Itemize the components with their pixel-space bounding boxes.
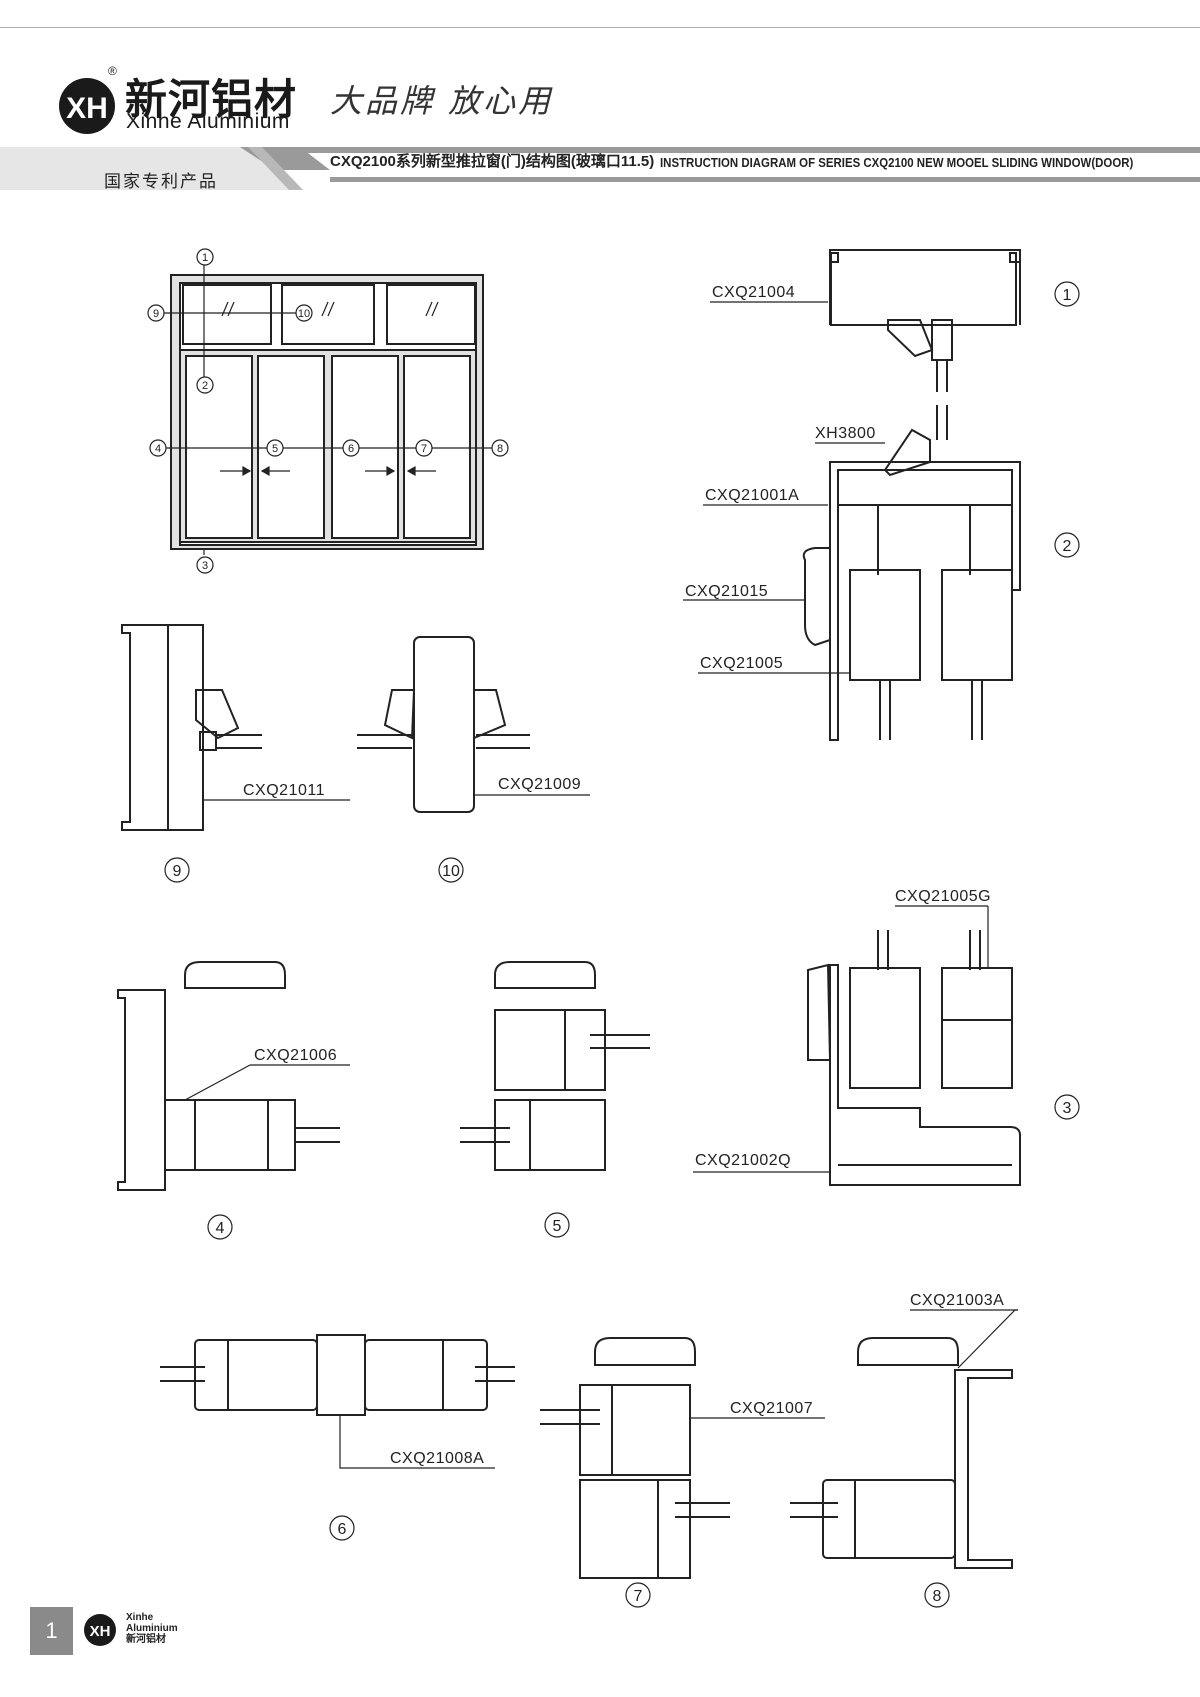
brand-name-en: Xinhe Aluminium xyxy=(126,110,290,133)
marker-9: 9 xyxy=(153,308,159,320)
xh-logo-icon: XH xyxy=(59,78,115,134)
registered-mark: ® xyxy=(108,64,117,78)
section-10-profile xyxy=(357,636,590,883)
marker-1: 1 xyxy=(202,252,208,264)
marker-5: 5 xyxy=(272,443,278,455)
top-rule xyxy=(0,27,1200,1697)
section-6-profile xyxy=(160,1334,515,1541)
section-2-profile xyxy=(683,405,1080,741)
label-cxq21011: CXQ21011 xyxy=(243,782,325,799)
section-number-1: 1 xyxy=(1063,287,1072,304)
section-number-3: 3 xyxy=(1063,1100,1072,1117)
section-number-5: 5 xyxy=(553,1218,562,1235)
footer-brand-line3: 新河铝材 xyxy=(126,1634,166,1645)
section-8-profile xyxy=(790,1309,1018,1608)
section-number-9: 9 xyxy=(173,863,182,880)
label-xh3800: XH3800 xyxy=(815,425,876,442)
marker-8: 8 xyxy=(497,443,503,455)
label-cxq21003a: CXQ21003A xyxy=(910,1292,1004,1309)
header-bands xyxy=(0,147,1200,190)
marker-4: 4 xyxy=(155,443,161,455)
label-cxq21008a: CXQ21008A xyxy=(390,1450,484,1467)
section-4-profile xyxy=(117,961,350,1240)
section-number-2: 2 xyxy=(1063,538,1072,555)
footer-brand-line2: Aluminium xyxy=(126,1623,178,1634)
marker-6: 6 xyxy=(348,443,354,455)
section-number-6: 6 xyxy=(338,1521,347,1538)
label-cxq21002q: CXQ21002Q xyxy=(695,1152,791,1169)
section-5-profile xyxy=(460,961,650,1238)
section-9-profile xyxy=(121,624,350,883)
logo-letters: XH xyxy=(66,92,108,125)
label-cxq21005g: CXQ21005G xyxy=(895,888,991,905)
label-cxq21005: CXQ21005 xyxy=(700,655,783,672)
footer-brand-line1: Xinhe xyxy=(126,1612,154,1623)
window-elevation xyxy=(147,248,509,574)
footer-brand: Xinhe Aluminium 新河铝材 xyxy=(126,1612,178,1645)
label-cxq21004: CXQ21004 xyxy=(712,284,795,301)
label-cxq21007: CXQ21007 xyxy=(730,1400,813,1417)
section-number-8: 8 xyxy=(933,1588,942,1605)
section-number-10: 10 xyxy=(442,863,460,880)
label-cxq21001a: CXQ21001A xyxy=(705,487,799,504)
page-title-cn: CXQ2100系列新型推拉窗(门)结构图(玻璃口11.5) xyxy=(330,153,655,170)
section-number-4: 4 xyxy=(216,1220,225,1237)
marker-3: 3 xyxy=(202,560,208,572)
section-3-profile xyxy=(693,905,1080,1186)
section-number-7: 7 xyxy=(634,1588,643,1605)
footer-xh-logo-icon: XH xyxy=(84,1614,116,1646)
marker-7: 7 xyxy=(421,443,427,455)
label-cxq21006: CXQ21006 xyxy=(254,1047,337,1064)
section-1-profile xyxy=(710,249,1080,392)
page-title-en: INSTRUCTION DIAGRAM OF SERIES CXQ2100 NE… xyxy=(660,155,1134,170)
section-7-profile xyxy=(540,1337,825,1608)
footer-logo-letters: XH xyxy=(90,1623,111,1640)
label-cxq21009: CXQ21009 xyxy=(498,776,581,793)
marker-10: 10 xyxy=(298,308,310,320)
patent-label: 国家专利产品 xyxy=(104,172,218,191)
slogan: 大品牌 放心用 xyxy=(330,82,554,120)
marker-2: 2 xyxy=(202,380,208,392)
page-number: 1 xyxy=(30,1607,73,1655)
brand-name-cn: 新河铝材 xyxy=(125,76,298,123)
label-cxq21015: CXQ21015 xyxy=(685,583,768,600)
